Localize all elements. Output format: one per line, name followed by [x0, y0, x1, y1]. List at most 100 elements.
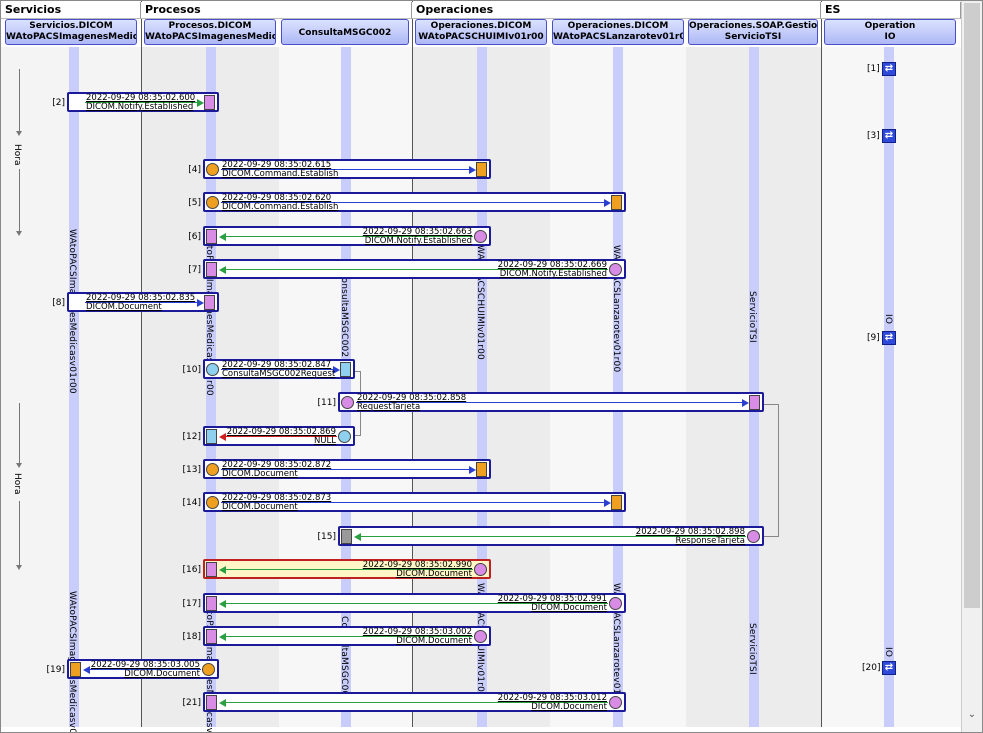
- message-arrow: [221, 702, 608, 703]
- column-header-consulta[interactable]: ConsultaMSGC002: [281, 19, 409, 45]
- time-arrow: [16, 169, 22, 236]
- arrow-left-icon: [83, 666, 90, 674]
- message-arrow: [85, 669, 201, 670]
- message-label: DICOM.Document: [124, 669, 200, 679]
- message-number: [14]: [182, 498, 201, 508]
- arrow-left-icon: [219, 566, 226, 574]
- swap-arrows-icon[interactable]: ⇄: [882, 661, 896, 675]
- endpoint-square-icon: [611, 495, 622, 510]
- message-timestamp: 2022-09-29 08:35:02.869: [226, 427, 336, 437]
- message-number: [15]: [317, 532, 336, 542]
- message-number: [19]: [46, 665, 65, 675]
- lane-label-chuimi: WAtoPACSCHUIMIv01r00: [475, 245, 485, 360]
- endpoint-circle-icon: [206, 196, 219, 209]
- message-number: [5]: [188, 198, 201, 208]
- column-header-servicios[interactable]: Servicios.DICOMWAtoPACSImagenesMedicasv0: [5, 19, 137, 45]
- message-timestamp: 2022-09-29 08:35:03.005: [90, 660, 200, 670]
- message-timestamp: 2022-09-29 08:35:02.873: [222, 493, 332, 503]
- time-axis-label: Hora: [12, 473, 22, 495]
- arrow-right-icon: [197, 299, 204, 307]
- lane-consulta: [341, 47, 351, 727]
- message-number: [16]: [182, 565, 201, 575]
- message-arrow: [221, 202, 608, 203]
- message-label: DICOM.Document: [396, 636, 472, 646]
- chevron-down-icon[interactable]: ⌄: [967, 709, 977, 720]
- message-arrow: [221, 502, 608, 503]
- lane-procesos: [206, 47, 216, 727]
- message-label: DICOM.Command.Establish: [222, 169, 339, 179]
- endpoint-circle-icon: [206, 496, 219, 509]
- message-number: [10]: [182, 365, 201, 375]
- lane-servicios: [69, 47, 79, 727]
- scrollbar-thumb[interactable]: [964, 3, 980, 608]
- io-event-number: [1]: [867, 64, 880, 74]
- swap-arrows-icon[interactable]: ⇄: [882, 129, 896, 143]
- lane-label-serviciotsi: ServicioTSI: [747, 623, 757, 675]
- endpoint-square-icon: [206, 596, 217, 611]
- endpoint-square-icon: [341, 529, 352, 544]
- message-arrow: [221, 269, 608, 270]
- message-arrow: [356, 536, 746, 537]
- message-timestamp: 2022-09-29 08:35:02.663: [362, 227, 472, 237]
- group-servicios: Servicios: [1, 2, 141, 19]
- group-procesos: Procesos: [141, 2, 412, 19]
- message-label: DICOM.Document: [86, 302, 162, 312]
- column-header-procesos[interactable]: Procesos.DICOMWAtoPACSImagenesMedicasv0: [144, 19, 276, 45]
- endpoint-circle-icon: [609, 696, 622, 709]
- message-label: DICOM.Command.Establish: [222, 202, 339, 212]
- message-number: [2]: [52, 98, 65, 108]
- arrow-left-icon: [219, 699, 226, 707]
- swap-arrows-icon[interactable]: ⇄: [882, 331, 896, 345]
- endpoint-square-icon: [204, 295, 215, 310]
- message-label: DICOM.Notify.Established: [499, 269, 607, 279]
- time-arrow: [16, 69, 22, 136]
- arrow-right-icon: [742, 399, 749, 407]
- endpoint-square-icon: [476, 462, 487, 477]
- message-timestamp: 2022-09-29 08:35:03.002: [362, 627, 472, 637]
- swap-arrows-icon[interactable]: ⇄: [882, 62, 896, 76]
- lane-label-io: IO: [883, 647, 893, 658]
- arrow-left-icon: [354, 533, 361, 541]
- lane-label-consulta: ConsultaMSGC002: [339, 271, 349, 358]
- message-label: ResponseTarjeta: [675, 536, 745, 546]
- message-label: RequestTarjeta: [357, 402, 421, 412]
- message-timestamp: 2022-09-29 08:35:02.847: [222, 360, 332, 370]
- column-header-serviciotsi[interactable]: Operaciones.SOAP.GestionPacienServicioTS…: [688, 19, 818, 45]
- message-label: DICOM.Document: [531, 702, 607, 712]
- message-label: DICOM.Document: [531, 603, 607, 613]
- endpoint-circle-icon: [206, 363, 219, 376]
- message-label: DICOM.Notify.Established: [86, 102, 194, 112]
- message-arrow: [221, 169, 473, 170]
- arrow-right-icon: [333, 366, 340, 374]
- message-timestamp: 2022-09-29 08:35:02.991: [497, 594, 607, 604]
- endpoint-square-icon: [206, 229, 217, 244]
- message-label: DICOM.Document: [222, 502, 298, 512]
- endpoint-circle-icon: [609, 597, 622, 610]
- endpoint-square-icon: [206, 562, 217, 577]
- separator: [821, 1, 822, 727]
- message-timestamp: 2022-09-29 08:35:02.669: [497, 260, 607, 270]
- message-number: [21]: [182, 698, 201, 708]
- separator: [141, 1, 142, 727]
